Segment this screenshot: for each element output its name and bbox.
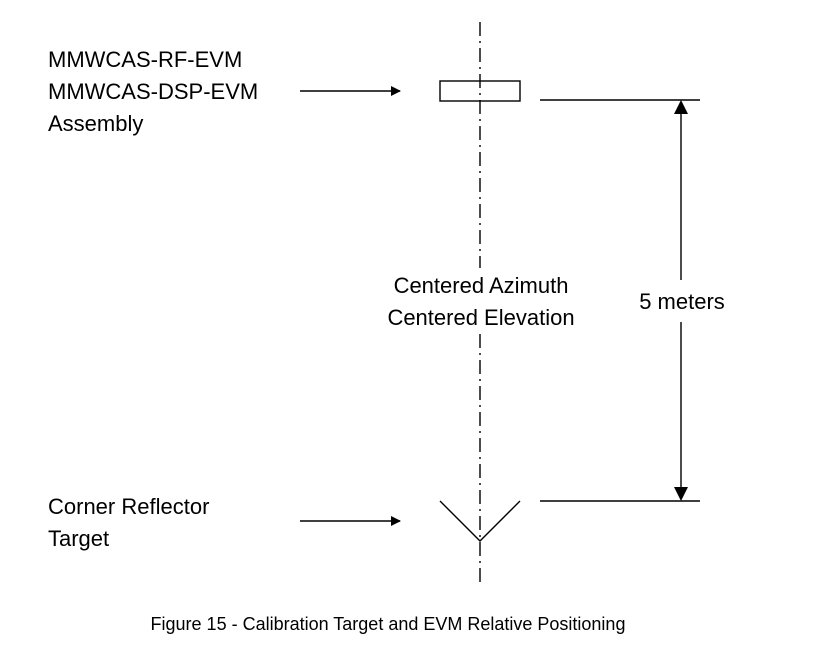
centered-label-line2: Centered Elevation — [387, 305, 574, 330]
evm-assembly-box — [439, 80, 521, 102]
reflector-label-line1: Corner Reflector — [48, 494, 209, 519]
centered-label-line1: Centered Azimuth — [394, 273, 569, 298]
evm-label-line2: MMWCAS-DSP-EVM — [48, 79, 258, 104]
figure-caption: Figure 15 - Calibration Target and EVM R… — [151, 614, 626, 634]
corner-reflector-shape — [439, 500, 521, 542]
reflector-label-line2: Target — [48, 526, 109, 551]
evm-label-line1: MMWCAS-RF-EVM — [48, 47, 242, 72]
centered-label-backdrop — [376, 268, 586, 334]
evm-label-line3: Assembly — [48, 111, 143, 136]
distance-label: 5 meters — [639, 289, 725, 314]
